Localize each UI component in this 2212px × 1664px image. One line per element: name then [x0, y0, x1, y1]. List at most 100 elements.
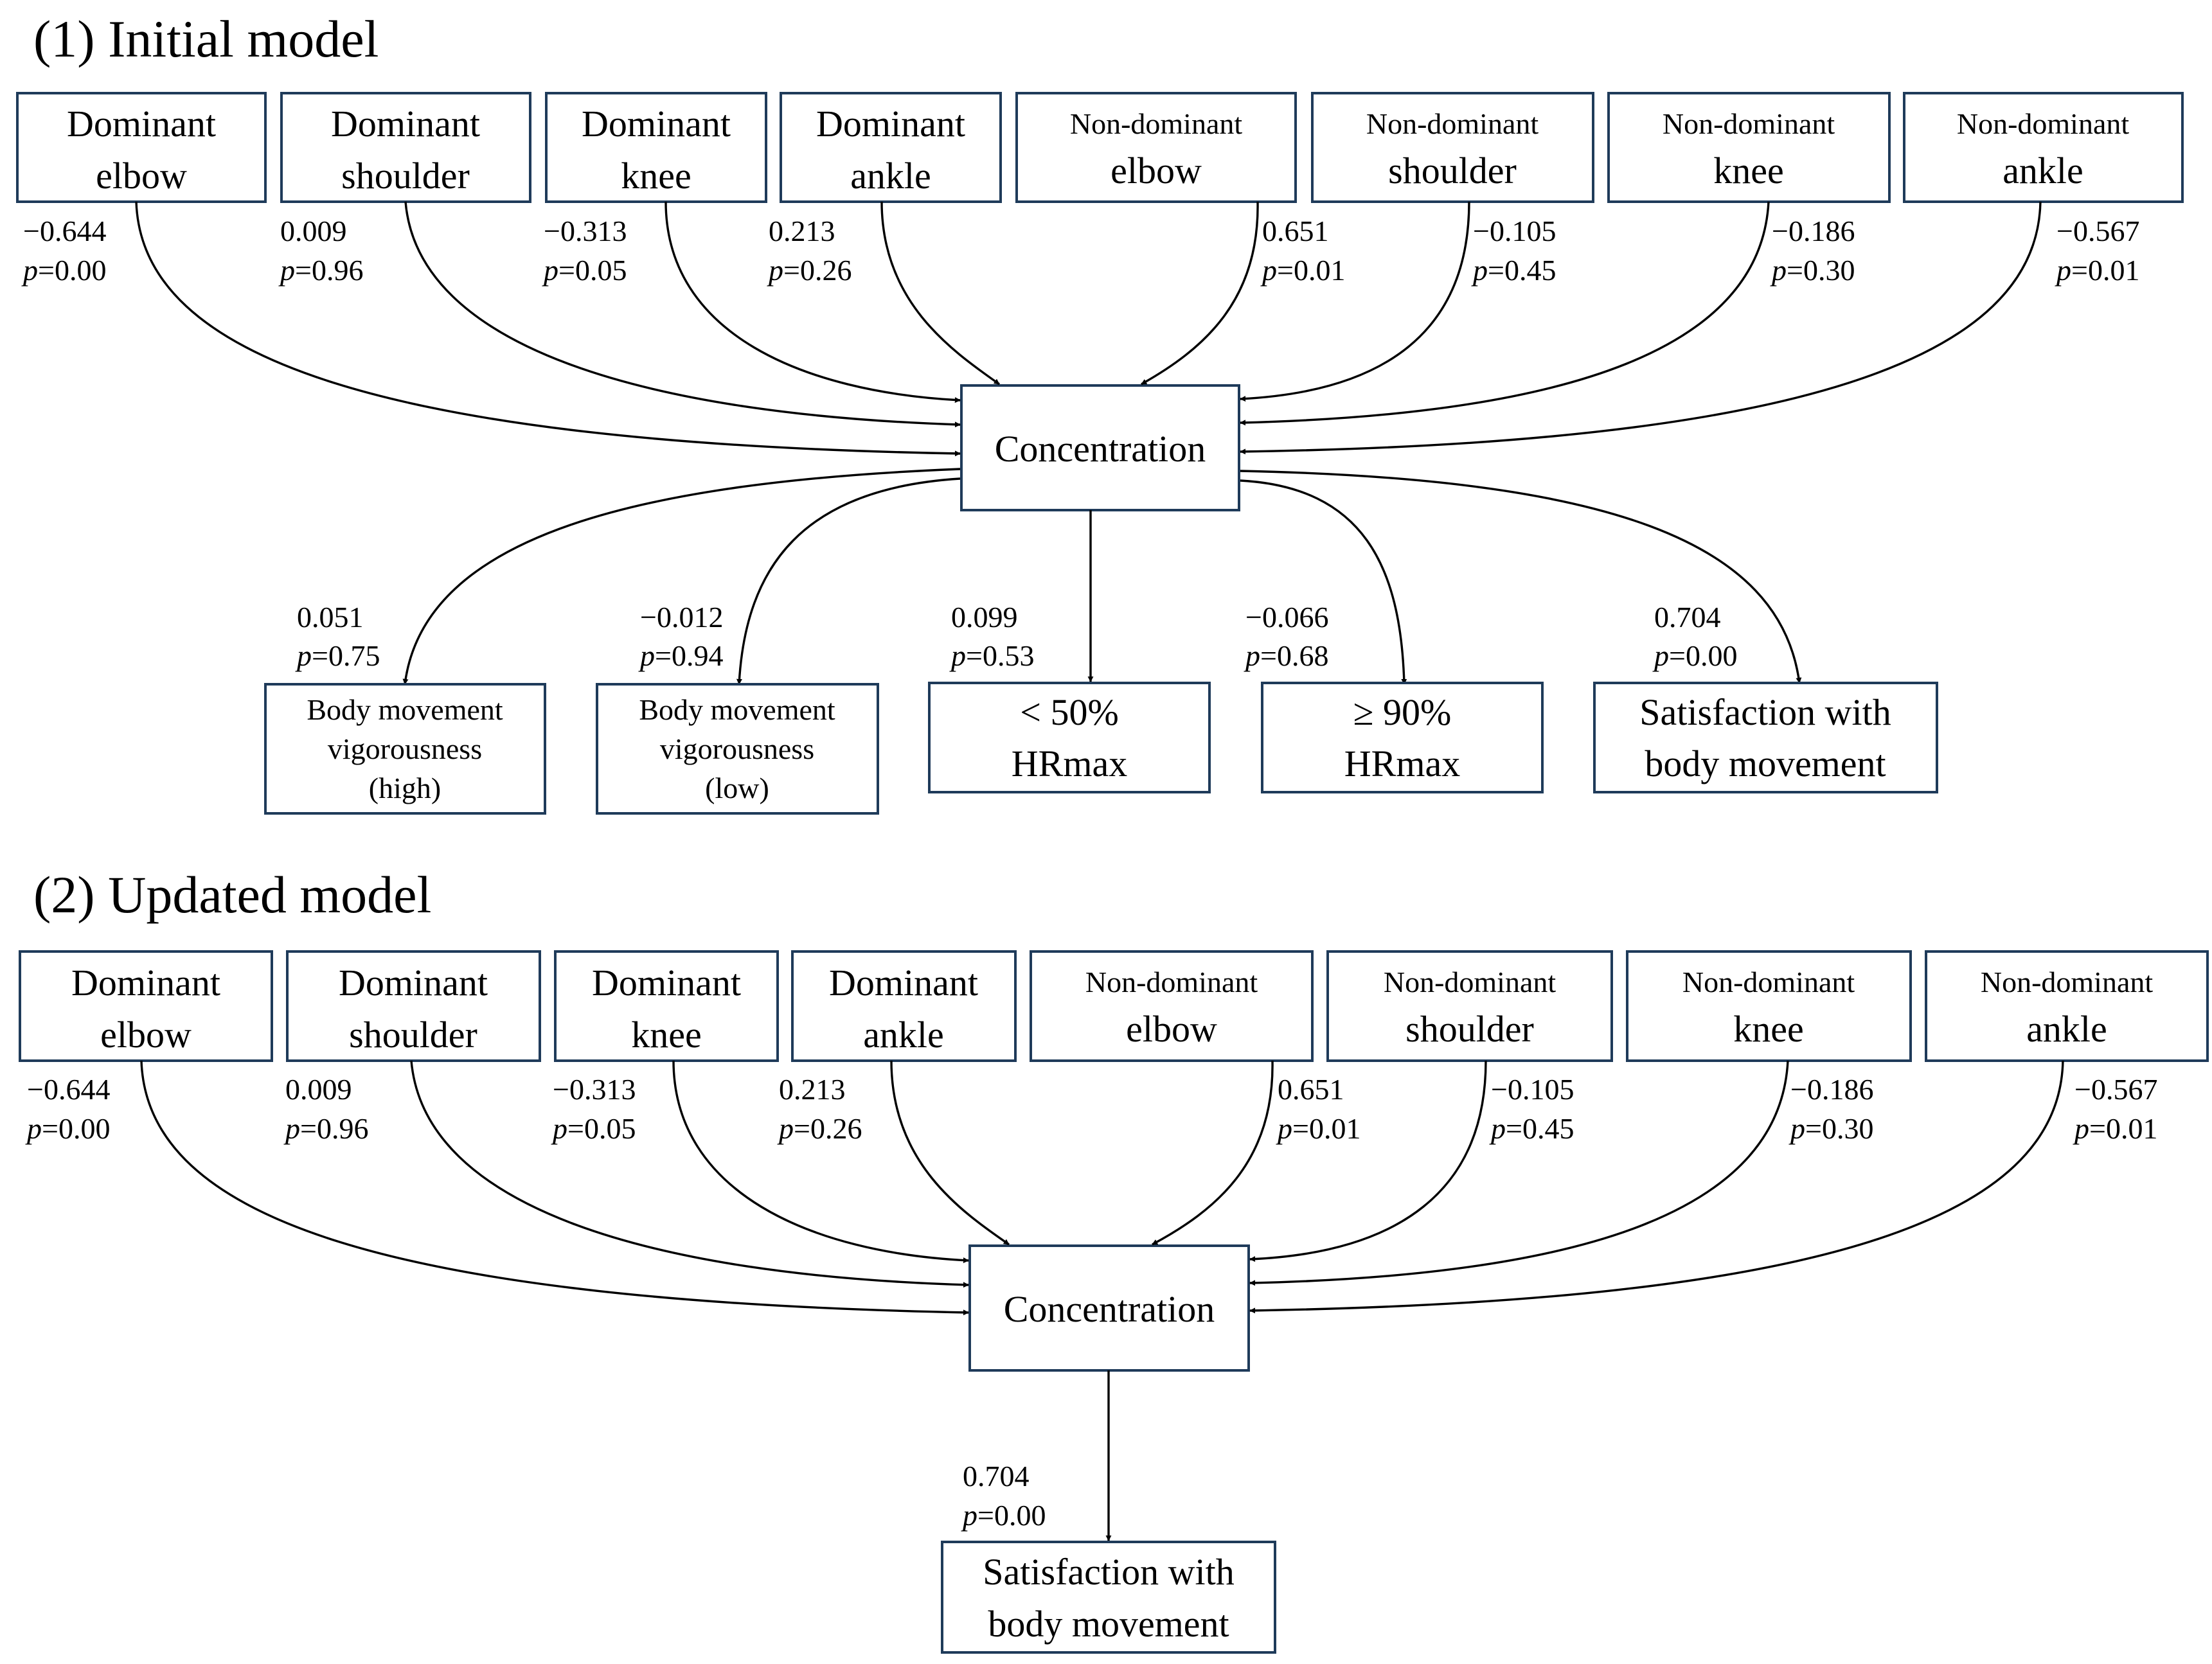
- path-coefficient: 0.704: [963, 1460, 1030, 1492]
- panel-2-predictor-nondominant-knee: Non-dominant knee: [1626, 950, 1912, 1062]
- p-value: p=0.26: [777, 1112, 862, 1145]
- p-value: p=0.00: [1652, 639, 1737, 672]
- path-arrow: [672, 1060, 969, 1264]
- predictor-label-line1: Dominant: [592, 962, 741, 1004]
- panel-2-title: (2) Updated model: [33, 865, 431, 924]
- p-value: p=0.05: [551, 1112, 636, 1145]
- path-arrow: [1141, 201, 1259, 385]
- predictor-label-line1: Dominant: [582, 103, 731, 145]
- predictor-label-line2: shoulder: [1405, 1008, 1534, 1050]
- panel-1-incoming-paths: [135, 201, 2042, 457]
- predictor-label-line1: Dominant: [829, 962, 978, 1004]
- panel-1-outcome-satisfaction: Satisfaction with body movement: [1593, 682, 1938, 793]
- outcome-label-line: (high): [369, 772, 441, 804]
- outcome-label-line: HRmax: [1012, 743, 1127, 784]
- p-value: p=0.96: [278, 254, 363, 287]
- p-value: p=0.45: [1471, 254, 1556, 287]
- panel-2-predictor-dominant-elbow: Dominant elbow: [19, 950, 273, 1062]
- panel-2-predictor-nondominant-ankle: Non-dominant ankle: [1925, 950, 2209, 1062]
- predictor-label-line2: shoulder: [349, 1014, 477, 1056]
- path-coefficient: −0.644: [23, 215, 106, 247]
- predictor-label-line2: shoulder: [341, 155, 470, 197]
- panel-2-predictor-dominant-ankle: Dominant ankle: [791, 950, 1017, 1062]
- p-value: p=0.68: [1244, 639, 1328, 672]
- path-coefficient: 0.213: [769, 215, 835, 247]
- panel-2-concentration-box: Concentration: [968, 1244, 1250, 1372]
- outcome-label-line: HRmax: [1344, 743, 1460, 784]
- outcome-label-line: vigorousness: [328, 732, 482, 765]
- p-value: p=0.30: [1770, 254, 1855, 287]
- panel-1-predictor-dominant-knee: Dominant knee: [545, 92, 767, 203]
- predictor-label-line1: Non-dominant: [1981, 966, 2154, 998]
- panel-1-predictor-nondominant-ankle: Non-dominant ankle: [1903, 92, 2184, 203]
- path-coefficient: 0.213: [779, 1073, 846, 1106]
- predictor-label-line1: Dominant: [816, 103, 965, 145]
- predictor-label-line2: ankle: [2026, 1008, 2107, 1050]
- path-coefficient: 0.009: [280, 215, 347, 247]
- p-value: p=0.53: [949, 639, 1034, 672]
- path-coefficient: −0.644: [27, 1073, 110, 1106]
- predictor-label-line1: Dominant: [67, 103, 216, 145]
- predictor-label-line1: Dominant: [339, 962, 488, 1004]
- predictor-label-line1: Dominant: [71, 962, 220, 1004]
- path-coefficient: −0.105: [1491, 1073, 1574, 1106]
- panel-2-incoming-paths: [140, 1060, 2064, 1316]
- predictor-label-line2: elbow: [1126, 1008, 1217, 1050]
- panel-1-concentration-box: Concentration: [960, 384, 1240, 511]
- predictor-label-line2: knee: [621, 155, 691, 197]
- predictor-label-line2: ankle: [850, 155, 931, 197]
- panel-2-predictor-coefficients: −0.644 p=0.00 0.009 p=0.96 −0.313 p=0.05…: [25, 1073, 2157, 1145]
- panel-1-predictor-nondominant-knee: Non-dominant knee: [1607, 92, 1891, 203]
- p-value: p=0.30: [1788, 1112, 1873, 1145]
- outcome-label-line: (low): [705, 772, 769, 804]
- panel-1-outcome-below-50-hrmax: < 50% HRmax: [928, 682, 1211, 793]
- path-arrow: [1240, 479, 1407, 685]
- predictor-label-line1: Non-dominant: [1957, 107, 2130, 140]
- predictor-label-line2: ankle: [2002, 150, 2083, 191]
- path-coefficient: −0.066: [1245, 601, 1328, 633]
- predictor-label-line1: Non-dominant: [1366, 107, 1539, 140]
- p-value: p=0.01: [2073, 1112, 2157, 1145]
- predictor-label-line2: shoulder: [1388, 150, 1517, 191]
- predictor-label-line1: Non-dominant: [1663, 107, 1835, 140]
- path-arrow: [1240, 201, 1470, 402]
- path-coefficient: −0.567: [2056, 215, 2139, 247]
- path-coefficient: 0.051: [297, 601, 364, 633]
- path-coefficient: −0.012: [640, 601, 723, 633]
- path-arrow: [402, 468, 961, 685]
- path-coefficient: −0.313: [553, 1073, 636, 1106]
- path-coefficient: 0.009: [285, 1073, 352, 1106]
- panel-1-outgoing-paths: [402, 468, 1802, 685]
- predictor-label-line2: ankle: [863, 1014, 944, 1056]
- path-arrow: [135, 201, 961, 457]
- panel-1-predictor-dominant-ankle: Dominant ankle: [780, 92, 1002, 203]
- predictor-label-line1: Dominant: [331, 103, 480, 145]
- predictor-label-line2: knee: [1713, 150, 1784, 191]
- outcome-label-line: < 50%: [1020, 691, 1119, 733]
- path-arrow: [410, 1060, 969, 1288]
- path-arrow: [404, 201, 961, 428]
- outcome-label-line: body movement: [988, 1603, 1229, 1645]
- path-coefficient: −0.105: [1473, 215, 1556, 247]
- outcome-label-line: Body movement: [307, 693, 503, 726]
- panel-2-outcome-satisfaction: Satisfaction with body movement: [941, 1541, 1276, 1654]
- panel-1-predictor-nondominant-elbow: Non-dominant elbow: [1015, 92, 1297, 203]
- path-arrow: [890, 1060, 1010, 1246]
- path-coefficient: 0.651: [1278, 1073, 1344, 1106]
- panel-1-title: (1) Initial model: [33, 10, 379, 68]
- predictor-label-line2: elbow: [1110, 150, 1202, 191]
- p-value: p=0.45: [1489, 1112, 1574, 1145]
- path-coefficient: 0.704: [1654, 601, 1721, 633]
- path-coefficient: −0.186: [1790, 1073, 1873, 1106]
- path-arrow: [1240, 470, 1802, 684]
- path-coefficient: 0.651: [1262, 215, 1329, 247]
- panel-2-predictor-nondominant-elbow: Non-dominant elbow: [1030, 950, 1314, 1062]
- predictor-label-line1: Non-dominant: [1682, 966, 1855, 998]
- concentration-label: Concentration: [995, 428, 1206, 470]
- path-arrow: [1249, 1060, 1789, 1286]
- panel-1-outcome-coefficients: 0.051 p=0.75 −0.012 p=0.94 0.099 p=0.53 …: [295, 601, 1737, 672]
- path-coefficient: −0.567: [2074, 1073, 2157, 1106]
- outcome-label-line: body movement: [1645, 743, 1886, 784]
- panel-1-predictor-coefficients: −0.644 p=0.00 0.009 p=0.96 −0.313 p=0.05…: [21, 215, 2139, 287]
